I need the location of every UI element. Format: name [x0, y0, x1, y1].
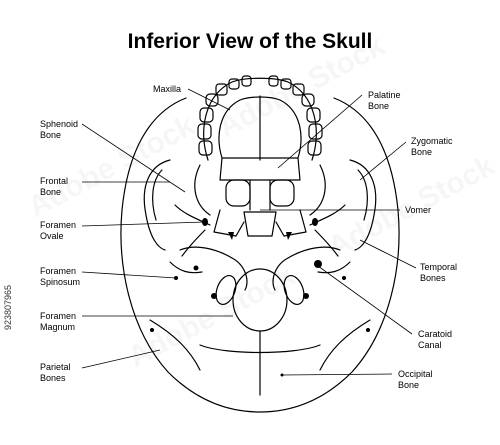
leader-occipital — [281, 373, 393, 376]
label-caratoid-canal: Caratoid Canal — [418, 329, 453, 350]
label-temporal-bones: Temporal Bones — [420, 262, 458, 283]
temporal-bone-left — [179, 246, 248, 291]
tooth — [307, 140, 322, 156]
leader-parietal — [81, 349, 161, 369]
tooth — [241, 75, 252, 87]
occipital-condyle-right — [283, 274, 305, 306]
caratoid-canal-left — [193, 265, 199, 271]
label-vomer: Vomer — [405, 205, 432, 215]
leader-caratoid — [317, 265, 413, 335]
lambdoid-suture — [149, 319, 201, 371]
label-parietal-bones: Parietal Bones — [40, 362, 71, 383]
choana-left — [225, 179, 251, 207]
diagram-title: Inferior View of the Skull — [127, 30, 373, 53]
leader-foramen-ovale — [81, 221, 206, 227]
tooth — [268, 75, 279, 87]
label-foramen-spinosum: Foramen Spinosum — [40, 266, 81, 287]
mastoid-foramen-right — [366, 328, 370, 332]
label-zygomatic-bone: Zygomatic Bone — [411, 136, 453, 157]
tooth — [199, 107, 214, 123]
leader-temporal — [359, 239, 417, 269]
vomer — [249, 179, 271, 211]
tooth — [215, 83, 228, 96]
caratoid-canal-right — [314, 260, 322, 268]
tooth — [205, 93, 219, 107]
tooth — [301, 93, 315, 107]
tooth — [292, 83, 305, 96]
tooth — [198, 140, 213, 156]
leader-maxilla — [187, 88, 231, 111]
tooth — [308, 123, 323, 140]
leader-sphenoid — [81, 123, 186, 193]
leader-zygomatic — [359, 141, 407, 181]
tooth — [197, 123, 212, 140]
maxilla-arch — [203, 77, 317, 161]
jugular-foramen-right — [303, 293, 309, 299]
temporal-bone-right — [272, 246, 341, 291]
jugular-foramen-left — [211, 293, 217, 299]
tooth — [280, 78, 292, 90]
label-foramen-magnum: Foramen Magnum — [40, 311, 77, 332]
label-sphenoid-bone: Sphenoid Bone — [40, 119, 79, 140]
mastoid-foramen-left — [150, 328, 154, 332]
foramen-spinosum-right — [342, 276, 346, 280]
zygomatic-arch-left — [143, 159, 171, 251]
label-frontal-bone: Frontal Bone — [40, 176, 69, 197]
foramen-lacerum-right — [286, 232, 292, 240]
tooth — [228, 78, 240, 90]
palatine-bone — [219, 157, 301, 181]
label-foramen-ovale: Foramen Ovale — [40, 220, 77, 241]
tooth — [306, 107, 321, 123]
leader-foramen-spinosum — [81, 271, 177, 279]
occipital-condyle-left — [215, 274, 237, 306]
label-maxilla: Maxilla — [153, 84, 182, 94]
stock-id: 923807965 — [3, 284, 13, 330]
label-occipital-bone: Occipital Bone — [398, 369, 433, 390]
label-palatine-bone: Palatine Bone — [368, 90, 401, 111]
leader-palatine — [277, 94, 363, 169]
choana-right — [269, 179, 295, 207]
foramen-lacerum-left — [228, 232, 234, 240]
foramen-ovale-right — [312, 218, 318, 226]
foramen-magnum — [232, 268, 288, 332]
zygomatic-arch-right — [349, 159, 377, 251]
nuchal-line — [199, 344, 321, 354]
